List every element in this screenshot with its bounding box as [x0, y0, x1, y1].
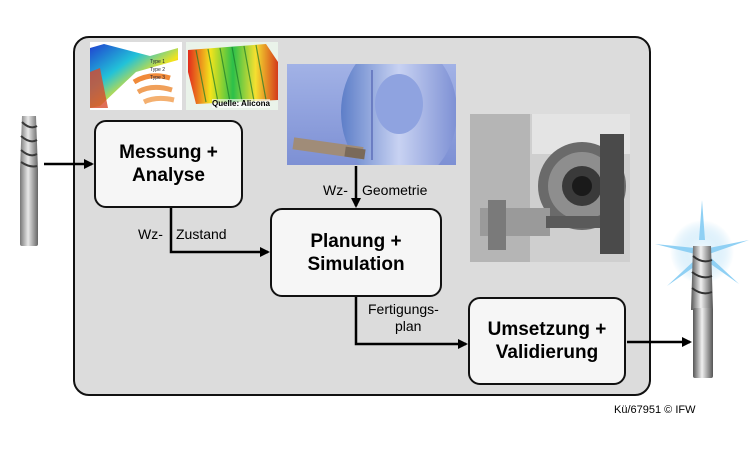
simulation-image: [287, 64, 456, 165]
node-messung-analyse: Messung + Analyse: [94, 120, 243, 208]
edge-label-zustand: Zustand: [176, 226, 227, 242]
legend-item: Type 1: [150, 59, 166, 65]
edge-label-fertigung-line2: plan: [395, 318, 422, 334]
edge-label-fertigung-line1: Fertigungs-: [368, 301, 439, 317]
node-umsetzung-validierung: Umsetzung + Validierung: [468, 297, 626, 385]
node-title: Umsetzung +: [487, 319, 607, 340]
arrow-zustand: [169, 208, 270, 257]
arrow-fertigung: [354, 297, 468, 349]
edge-label-geometrie-prefix: Wz-: [323, 182, 348, 198]
node-title: Messung +: [119, 142, 218, 163]
edge-label-geometrie: Geometrie: [362, 182, 428, 198]
end-mill-output-image: [655, 200, 750, 380]
node-title: Planung +: [310, 230, 402, 252]
legend-item: Type 3: [150, 75, 166, 81]
node-subtitle: Analyse: [132, 165, 205, 186]
node-planung-simulation: Planung + Simulation: [270, 208, 442, 297]
footer-credit: Kü/67951 © IFW: [614, 404, 696, 416]
edge-label-zustand-prefix: Wz-: [138, 226, 163, 242]
grinding-machine-image: [470, 114, 630, 262]
node-subtitle: Validierung: [495, 342, 599, 363]
measurement-image-left: [90, 42, 182, 110]
measurement-image-right: Quelle: Alicona: [186, 42, 278, 110]
image-source-caption: Quelle: Alicona: [212, 99, 270, 108]
measurement-legend: Type 1 Type 2 Type 3: [150, 58, 165, 82]
legend-item: Type 2: [150, 67, 166, 73]
node-subtitle: Simulation: [307, 253, 405, 275]
end-mill-input-image: [14, 112, 44, 248]
